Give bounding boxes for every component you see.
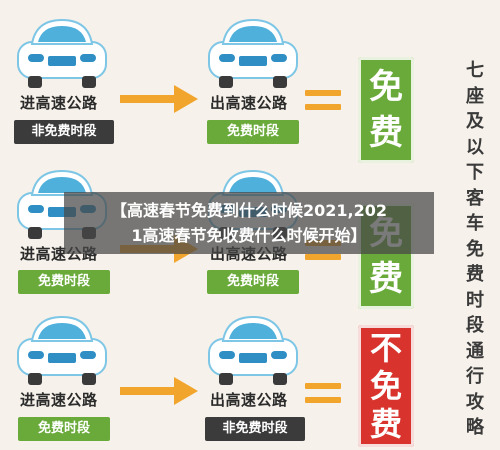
side-title-char: 段 — [466, 315, 484, 336]
car-front-icon — [14, 12, 110, 92]
result-not-free: 不 免 费 — [358, 325, 414, 447]
result-char: 免 — [369, 67, 403, 107]
car-front-icon — [205, 309, 301, 389]
side-title-char: 略 — [466, 417, 484, 438]
result-free: 免 费 — [358, 57, 414, 163]
result-char: 费 — [369, 113, 403, 153]
arrow-right-icon — [120, 377, 198, 405]
side-title-char: 以 — [466, 136, 484, 158]
side-title-char: 座 — [466, 85, 484, 107]
side-title-char: 攻 — [466, 391, 484, 413]
side-title-char: 七 — [466, 60, 484, 81]
entry-badge: 免费时段 — [18, 417, 110, 441]
rule-row-3: 进高速公路 免费时段 出高速公路 非免费时段 不 免 费 — [0, 305, 455, 447]
side-title-char: 客 — [466, 187, 484, 209]
exit-badge: 免费时段 — [207, 120, 299, 144]
result-char: 免 — [369, 367, 402, 405]
entry-label: 进高速公路 — [20, 94, 98, 112]
entry-badge: 非免费时段 — [14, 120, 114, 144]
result-char: 费 — [369, 405, 402, 443]
arrow-right-icon — [120, 85, 198, 113]
side-title-char: 车 — [466, 213, 484, 234]
side-title-char: 时 — [466, 289, 484, 311]
side-title-char: 行 — [466, 366, 484, 387]
car-front-icon — [205, 12, 301, 92]
caption-line-2: 1高速春节免收费什么时候开始】 — [131, 226, 367, 245]
side-title-char: 下 — [466, 162, 484, 183]
exit-badge: 免费时段 — [207, 270, 299, 294]
side-title-char: 通 — [466, 340, 484, 362]
side-title-char: 及 — [466, 111, 484, 132]
side-title: 七 座 及 以 下 客 车 免 费 时 段 通 行 攻 略 — [460, 58, 490, 441]
equals-icon — [305, 90, 341, 112]
caption-overlay: 【高速春节免费到什么时候2021,202 1高速春节免收费什么时候开始】 — [64, 192, 434, 254]
entry-badge: 免费时段 — [18, 270, 110, 294]
side-title-char: 费 — [466, 264, 484, 285]
exit-badge: 非免费时段 — [205, 417, 305, 441]
exit-label: 出高速公路 — [210, 94, 288, 112]
car-front-icon — [14, 309, 110, 389]
exit-label: 出高速公路 — [210, 391, 288, 409]
entry-label: 进高速公路 — [20, 391, 98, 409]
side-title-char: 免 — [466, 238, 484, 260]
equals-icon — [305, 383, 341, 405]
rule-row-1: 进高速公路 非免费时段 出高速公路 免费时段 免 费 — [0, 0, 455, 163]
result-char: 不 — [369, 329, 402, 367]
caption-line-1: 【高速春节免费到什么时候2021,202 — [110, 201, 387, 220]
result-char: 费 — [369, 259, 403, 299]
